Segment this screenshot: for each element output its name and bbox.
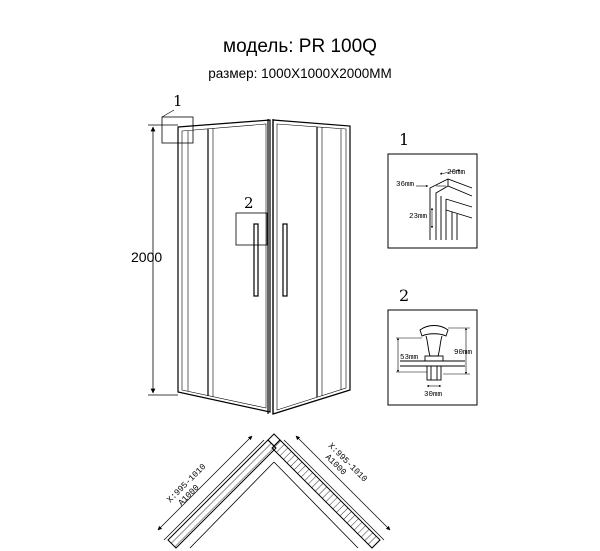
detail-1 [387, 153, 478, 249]
handle-left [253, 223, 259, 297]
detail-2-dim-53mm: 53mm [400, 354, 419, 362]
detail-1-number: 1 [399, 130, 409, 149]
right-panel [272, 119, 351, 415]
model-title: модель: PR 100Q [223, 36, 377, 57]
detail-2 [387, 309, 478, 406]
detail-2-dim-90mm: 90mm [454, 349, 473, 357]
callout-2-number: 2 [244, 194, 254, 212]
left-panel [177, 119, 271, 413]
size-subtitle: размер: 1000Х1000Х2000ММ [208, 66, 392, 81]
height-label: 2000 [131, 249, 162, 265]
handle-right [282, 223, 288, 297]
detail-1-dim-36mm: 36mm [396, 181, 415, 189]
callout-1-number: 1 [173, 92, 183, 110]
detail-2-dim-30mm: 30mm [424, 391, 443, 399]
front-view [148, 109, 351, 415]
detail-2-number: 2 [399, 286, 409, 305]
detail-1-dim-23mm: 23mm [409, 213, 428, 221]
plan-view [157, 433, 391, 549]
height-dimension [148, 124, 178, 396]
detail-1-dim-26mm: 26mm [447, 169, 466, 177]
callout-box-1 [161, 116, 194, 144]
callout-box-2 [235, 212, 268, 246]
